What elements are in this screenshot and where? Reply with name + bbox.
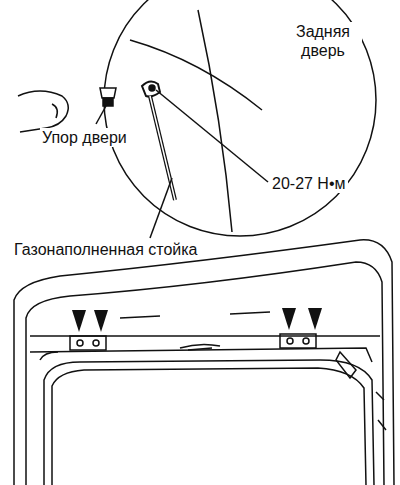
leader-line	[150, 178, 172, 238]
door-stop	[100, 88, 116, 106]
part-label: Упор двери	[40, 128, 129, 147]
finger	[18, 91, 68, 132]
part-label: Задняя дверь	[284, 22, 362, 60]
leader-line	[96, 106, 106, 124]
door-edge	[198, 10, 232, 232]
finger-nail	[52, 104, 57, 118]
part-label: Газонаполненная стойка	[12, 240, 199, 259]
torque-value: 20-27 Н•м	[270, 174, 348, 193]
body-opening	[14, 240, 394, 485]
leader-line	[156, 90, 268, 182]
bolt-arrows	[72, 308, 322, 332]
hinge	[70, 334, 316, 350]
detail-circle	[104, 0, 376, 236]
